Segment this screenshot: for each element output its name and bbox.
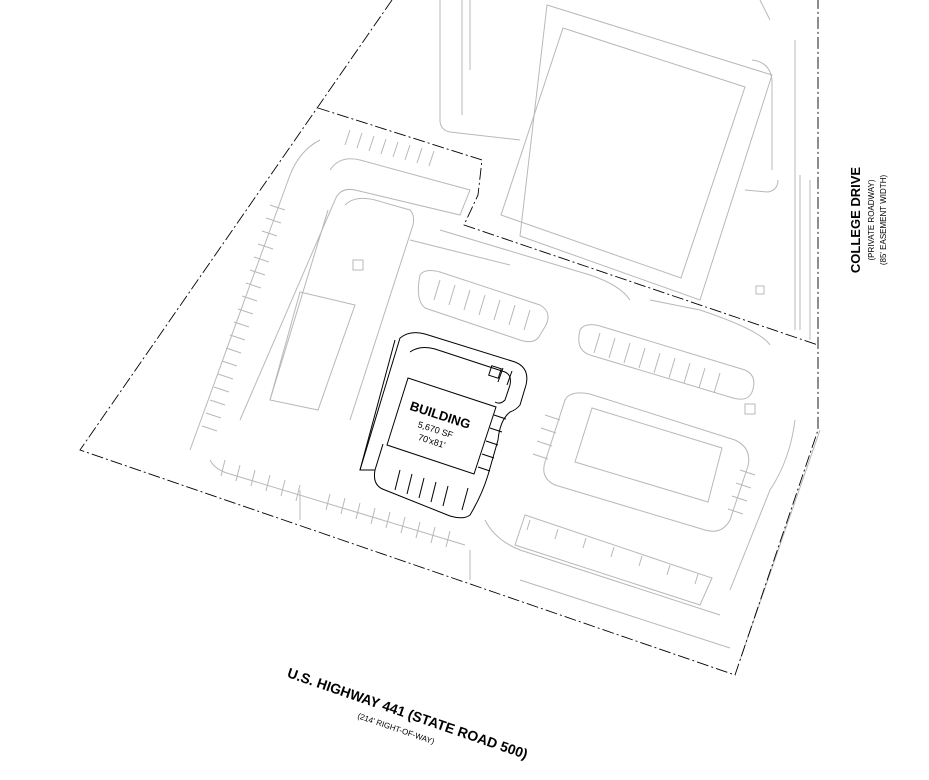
college-drive-label: COLLEGE DRIVE (PRIVATE ROADWAY) (85' EAS… [848,167,888,274]
parking-stalls [201,129,756,548]
college-drive-name: COLLEGE DRIVE [848,167,863,274]
property-line [79,0,819,676]
highway-name: U.S. HIGHWAY 441 (STATE ROAD 500) [285,665,530,763]
site-linework [189,0,821,661]
left-inner-building [269,291,356,411]
right-pad-building [574,407,723,503]
highway-label: U.S. HIGHWAY 441 (STATE ROAD 500) (214' … [285,665,530,763]
college-drive-note-2: (85' EASEMENT WIDTH) [879,175,888,266]
drive-aisle [514,514,713,606]
college-drive-note-1: (PRIVATE ROADWAY) [867,179,876,260]
adjacent-building [500,27,746,279]
proposed-building [359,332,528,519]
building-footprint [386,377,497,475]
building-curb-outer [359,332,528,519]
adjacent-building-pad [519,4,773,301]
left-island [239,158,471,421]
building-label: BUILDING 5,670 SF 70'x81' [408,398,472,450]
